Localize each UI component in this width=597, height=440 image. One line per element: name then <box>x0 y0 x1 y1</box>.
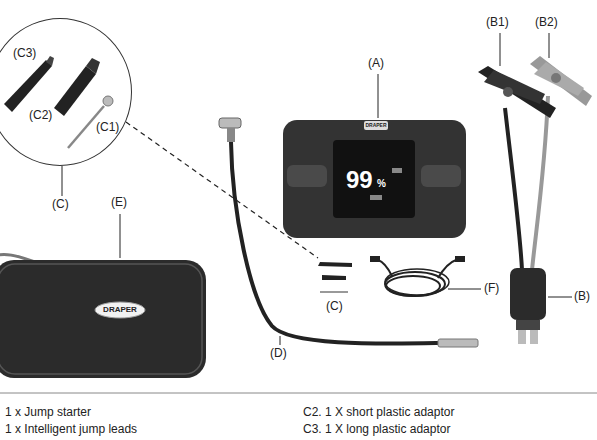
long-adaptor-tip <box>46 56 54 66</box>
clamp-hinge <box>503 87 513 97</box>
hose-chuck <box>219 118 241 128</box>
usb-plug <box>455 256 465 262</box>
leader-line <box>62 166 63 196</box>
callout-label: (F) <box>484 282 499 296</box>
adaptor <box>318 262 352 267</box>
leader-line <box>549 33 550 58</box>
callout-label: (C2) <box>29 109 52 123</box>
side-button <box>287 165 327 187</box>
plug-pin <box>530 330 538 344</box>
needle-head <box>103 96 113 106</box>
long-adaptor <box>4 60 52 112</box>
display-unit: % <box>377 178 386 190</box>
parts-list-item: C2. 1 X short plastic adaptor <box>303 406 454 420</box>
device-logo <box>364 121 388 130</box>
leader-line <box>378 74 379 118</box>
callout-label: (D) <box>270 347 287 361</box>
display-reading: 99 <box>346 166 373 194</box>
brand-logo: DRAPER <box>365 123 386 129</box>
leader-line <box>548 297 572 298</box>
carry-case <box>0 260 206 378</box>
adaptor <box>322 275 346 280</box>
callout-label: (C1) <box>96 121 119 135</box>
hose-connector <box>438 339 478 347</box>
short-adaptor-tip <box>86 58 100 74</box>
short-adaptor <box>54 66 96 116</box>
grey-clamp <box>530 56 592 106</box>
needle <box>320 291 348 293</box>
display-screen <box>333 140 415 218</box>
lead-plug <box>516 320 540 330</box>
black-clamp <box>484 70 545 104</box>
lead-control-box <box>510 268 546 320</box>
leader-line <box>280 336 281 345</box>
air-hose <box>231 142 440 344</box>
usb-cable <box>438 260 456 278</box>
parts-list-item: 1 x Intelligent jump leads <box>5 423 137 437</box>
callout-label: (A) <box>368 57 384 71</box>
lead-wire <box>532 96 548 270</box>
callout-label: (B2) <box>535 16 558 30</box>
leader-line <box>120 214 121 258</box>
usb-plug <box>370 256 380 262</box>
case-zip <box>0 264 202 374</box>
plug-pin <box>518 330 526 344</box>
screen-icon <box>370 195 382 200</box>
jump-starter <box>283 120 466 238</box>
side-button <box>421 165 461 187</box>
callout-label: (B1) <box>486 16 509 30</box>
usb-cable <box>385 269 449 295</box>
brand-logo: DRAPER <box>103 305 137 314</box>
grey-clamp <box>534 62 584 96</box>
parts-list-item: C3. 1 X long plastic adaptor <box>303 423 450 437</box>
leader-line <box>448 289 481 290</box>
leader-line <box>500 33 501 66</box>
callout-label: (E) <box>111 196 127 210</box>
divider-line <box>0 393 597 394</box>
callout-label: (C) <box>326 300 343 314</box>
screen-icon <box>392 168 402 173</box>
clamp-hinge <box>551 73 561 83</box>
parts-list-item: 1 x Jump starter <box>5 406 91 420</box>
detail-circle: (C3) (C2) (C1) <box>0 18 132 166</box>
lead-wire <box>505 108 522 270</box>
callout-label: (B) <box>574 290 590 304</box>
hose-chuck <box>227 128 235 142</box>
case-logo <box>95 302 145 318</box>
callout-label: (C3) <box>13 47 36 61</box>
callout-label: (C) <box>52 198 69 212</box>
usb-cable <box>378 260 392 276</box>
